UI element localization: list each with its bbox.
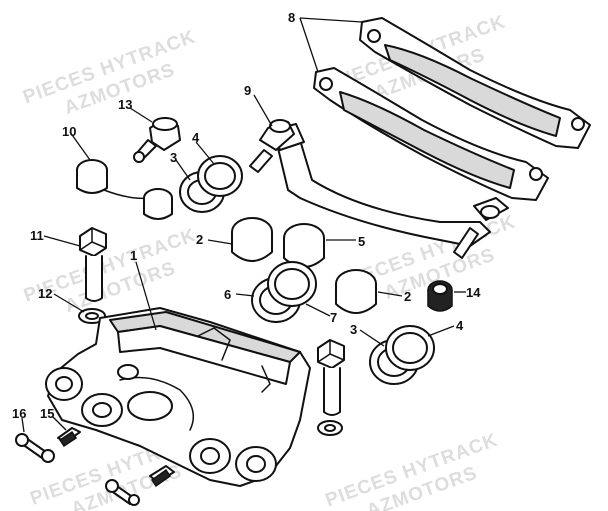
callout-16: 16: [12, 406, 26, 421]
callout-3: 3: [170, 150, 177, 165]
bleeder-screw: [133, 117, 181, 163]
callout-9: 9: [244, 83, 251, 98]
callout-labels: 8 9 13 10 4 3 2 5 6 7 2 14 3 4 11 12 1 1…: [12, 10, 481, 421]
bleeder-cap: [427, 280, 453, 312]
brake-pads: [313, 17, 591, 201]
callout-8: 8: [288, 10, 295, 25]
piston-seals-lower: [369, 325, 435, 385]
piston-seals-upper: [179, 155, 243, 213]
callout-3: 3: [350, 322, 357, 337]
callout-4: 4: [456, 318, 464, 333]
caliper-bolt: [78, 227, 107, 324]
callout-13: 13: [118, 97, 132, 112]
callout-2: 2: [196, 232, 203, 247]
callout-14: 14: [466, 285, 481, 300]
callout-5: 5: [358, 234, 365, 249]
callout-10: 10: [62, 124, 76, 139]
callout-12: 12: [38, 286, 52, 301]
bleed-screw-left: [15, 427, 81, 463]
callout-6: 6: [224, 287, 231, 302]
caliper-bracket: [249, 119, 509, 259]
dust-caps: [76, 159, 173, 220]
leader-lines: [21, 17, 466, 433]
callout-7: 7: [330, 310, 337, 325]
bleed-screw-bottom: [105, 465, 175, 506]
pistons: [231, 217, 377, 314]
callout-2: 2: [404, 289, 411, 304]
callout-4: 4: [192, 130, 200, 145]
caliper-body: [45, 307, 311, 487]
caliper-bolt-right: [317, 339, 345, 436]
callout-1: 1: [130, 248, 137, 263]
piston-seals-middle: [251, 261, 317, 323]
callout-15: 15: [40, 406, 54, 421]
callout-11: 11: [30, 228, 44, 243]
